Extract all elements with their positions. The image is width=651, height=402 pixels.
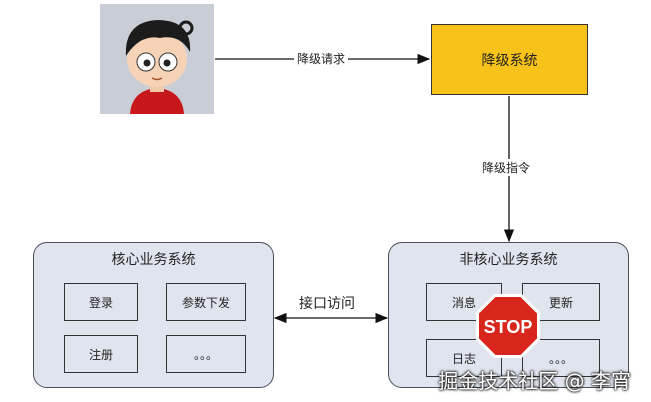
- edge-label-command: 降级指令: [479, 159, 534, 176]
- degrade-system-label: 降级系统: [481, 52, 538, 69]
- edge-label-request: 降级请求: [294, 50, 349, 67]
- core-system-box: 核心业务系统 登录 参数下发 注册 。。。: [33, 242, 274, 388]
- edge-label-interface: 接口访问: [296, 293, 358, 313]
- core-module-params: 参数下发: [166, 283, 246, 321]
- noncore-system-title: 非核心业务系统: [459, 252, 558, 268]
- core-module-more: 。。。: [166, 335, 246, 373]
- degrade-system-box: 降级系统: [431, 24, 588, 95]
- stop-sign-icon: STOP: [475, 293, 541, 359]
- watermark-text: 掘金技术社区 @ 李宵: [438, 369, 631, 393]
- core-system-title: 核心业务系统: [111, 252, 196, 268]
- stop-sign-text: STOP: [484, 317, 533, 337]
- core-module-register: 注册: [64, 335, 138, 373]
- user-avatar-icon: [100, 4, 214, 114]
- core-module-login: 登录: [64, 283, 138, 321]
- noncore-module-more: 。。。: [522, 339, 600, 377]
